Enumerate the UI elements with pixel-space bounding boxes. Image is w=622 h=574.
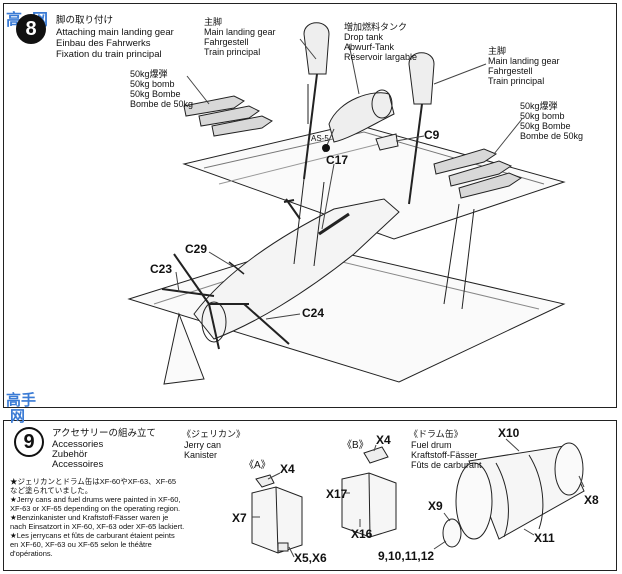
main-gear-right-fr: Train principal [488,76,545,86]
jerry-can-de: Kanister [184,450,218,460]
bomb-right-de: 50kg Bombe [520,121,571,131]
part-x5-x6: X5,X6 [294,551,327,565]
variant-a-label: 《A》 [244,460,271,471]
part-x17: X17 [326,487,348,501]
main-gear-right-jp: 主脚 [488,46,507,56]
note-line: en XF-60, XF-63 ou XF-65 selon le théâtr… [10,540,152,549]
note-line: など塗られていました。 [10,486,93,495]
step-8-title-jp: 脚の取り付け [56,15,114,26]
bomb-left-de: 50kg Bombe [130,89,181,99]
bomb-left-fr: Bombe de 50kg [130,99,194,109]
part-c17: C17 [326,153,349,167]
main-gear-right-de: Fahrgestell [488,66,533,76]
step-8-illustration [18,16,566,385]
bomb-left-jp: 50kg爆弾 [130,69,168,79]
step-8-number: 8 [16,14,46,44]
fuel-drum-en: Fuel drum [411,440,452,450]
step-9-title-en: Accessories [52,439,104,450]
part-c29: C29 [185,242,208,256]
fuel-drum-jp: 《ドラム缶》 [409,429,463,439]
step-8-panel: 高 网 8 脚の取り付け Attaching main landing gear… [3,3,617,408]
step-9-number: 9 [14,427,44,457]
step-8-title-de: Einbau des Fahrwerks [56,38,151,49]
bomb-right-en: 50kg bomb [520,111,565,121]
note-line: ★Benzinkanister und Kraftstoff-Fässer wa… [10,513,169,522]
part-c23: C23 [150,262,173,276]
drop-tank-de: Abwurf-Tank [344,42,395,52]
bomb-left-en: 50kg bomb [130,79,175,89]
step-9-title-jp: アクセサリーの組み立て [52,428,157,439]
note-line: nach Einsatzort in XF-60, XF-63 oder XF-… [10,522,185,531]
watermark-bottom-right: 网 [10,408,26,425]
note-line: ★ジェリカンとドラム缶はXF-60やXF-63、XF-65 [10,477,177,486]
step-9-panel: 9 アクセサリーの組み立て Accessories Zubehör Access… [3,392,617,571]
step-8-title-en: Attaching main landing gear [56,27,174,38]
note-line: d'opérations. [10,549,53,558]
drop-tank-jp: 増加燃料タンク [344,22,408,32]
note-line: XF-63 or XF-65 depending on the operatin… [10,504,181,513]
watermark-bottom-left: 高手 [6,392,37,409]
part-x11: X11 [534,531,555,545]
main-gear-left-en: Main landing gear [204,27,276,37]
jerry-can-jp: 《ジェリカン》 [182,429,246,439]
note-line: ★Les jerrycans et fûts de carburant étai… [10,531,175,540]
part-x7: X7 [232,511,247,525]
step-9-title-fr: Accessoires [52,459,104,470]
bomb-right-jp: 50kg爆弾 [520,101,558,111]
step-9-illustration [251,438,585,558]
note-line: ★Jerry cans and fuel drums were painted … [10,495,181,504]
step-9-title-de: Zubehör [52,449,88,460]
main-gear-left-de: Fahrgestell [204,37,249,47]
part-c24: C24 [302,306,325,320]
part-x8: X8 [584,493,599,507]
variant-b-label: 《B》 [342,440,369,451]
part-9-10-11-12: 9,10,11,12 [378,549,435,563]
drop-tank-fr: Réservoir largable [344,52,418,62]
part-x16: X16 [351,527,373,541]
part-c9: C9 [424,128,440,142]
jerry-can-en: Jerry can [184,440,222,450]
part-x4-b: X4 [376,433,391,447]
fuel-drum-fr: Fûts de carburant [411,460,482,470]
part-x4-a: X4 [280,462,295,476]
bomb-right-fr: Bombe de 50kg [520,131,584,141]
step-8-title-fr: Fixation du train principal [56,49,162,60]
fuel-drum-de: Kraftstoff-Fässer [411,450,478,460]
main-gear-left-fr: Train principal [204,47,261,57]
drop-tank-en: Drop tank [344,32,384,42]
part-x9: X9 [428,499,443,513]
main-gear-left-jp: 主脚 [204,17,223,27]
part-x10: X10 [498,426,520,440]
main-gear-right-en: Main landing gear [488,56,560,66]
part-as5: AS-5 [311,134,329,143]
